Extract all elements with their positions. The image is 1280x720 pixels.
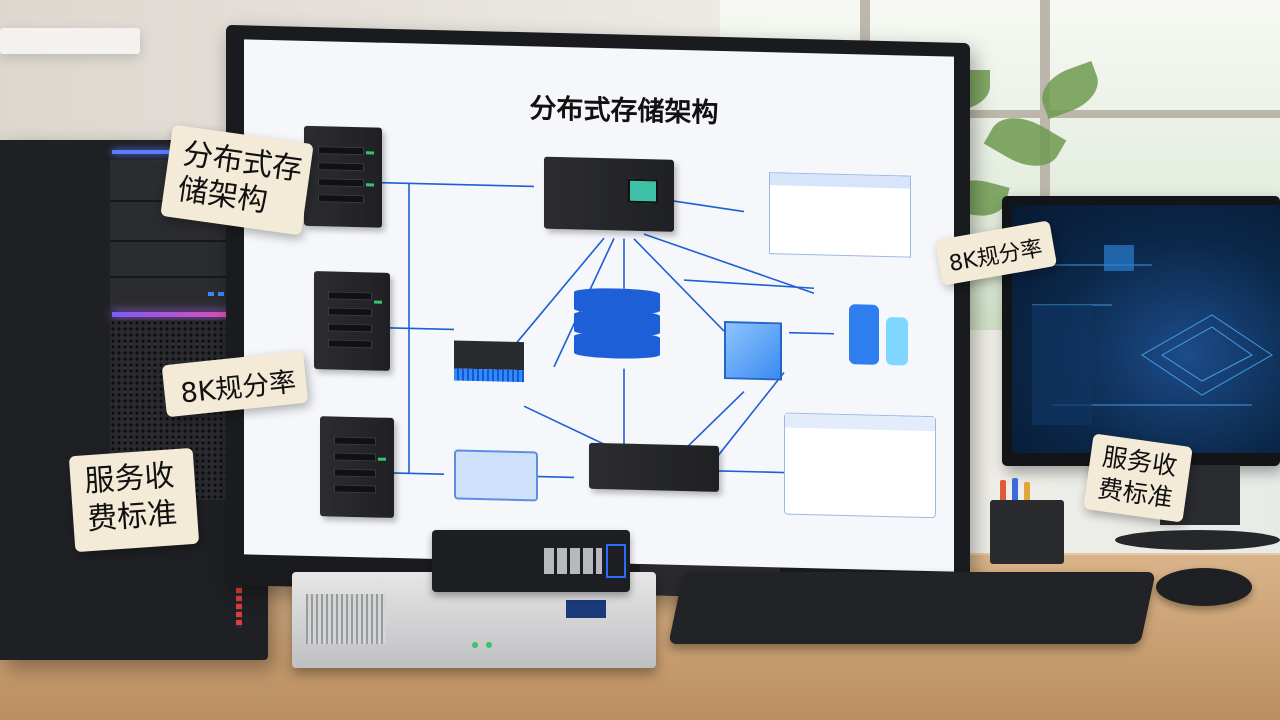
status-led [366, 151, 374, 155]
storage-cylinders-icon [886, 317, 908, 366]
table-icon [769, 172, 911, 258]
switch-icon [544, 156, 674, 232]
router-device [432, 530, 630, 592]
nas-display [566, 600, 606, 618]
drive-slot [334, 452, 376, 462]
drive-slot [318, 194, 364, 204]
dashboard-network-graphic [1032, 245, 1273, 425]
drive-slot [334, 468, 376, 478]
router-indicator [606, 544, 626, 578]
info-panel [784, 412, 936, 519]
switch-display [628, 178, 658, 204]
gateway-base [454, 368, 524, 383]
note-line: 费标准 [86, 496, 179, 538]
note-fee-right: 服务收 费标准 [1083, 433, 1193, 523]
note-architecture: 分布式存 储架构 [160, 124, 314, 236]
window-mullion [720, 110, 1280, 118]
tower-bay-divider [110, 276, 260, 278]
note-fee-left: 服务收 费标准 [68, 447, 200, 553]
tower-red-indicator [236, 580, 242, 628]
card-icon [454, 449, 538, 502]
ethernet-ports [544, 548, 602, 574]
mouse [1156, 568, 1252, 606]
status-led [486, 642, 492, 648]
info-panel-header [785, 413, 935, 432]
tower-bay-divider [110, 240, 260, 242]
table-header [770, 173, 910, 189]
server-rack-icon [320, 416, 394, 518]
drive-slot [328, 291, 372, 301]
pen-icon [1000, 480, 1006, 510]
server-rack-icon [304, 125, 382, 228]
pen-icon [1012, 478, 1018, 508]
gateway-icon [454, 340, 524, 371]
drive-slot [318, 178, 364, 188]
secondary-screen [1012, 205, 1280, 453]
server-rack-icon [314, 271, 390, 371]
tower-led-strip [112, 312, 262, 317]
drive-slot [318, 146, 364, 156]
keyboard [668, 572, 1156, 644]
drive-slot [334, 436, 376, 446]
note-line: 8K规分率 [179, 366, 298, 410]
drive-slot [328, 323, 372, 333]
nas-vent [306, 594, 386, 644]
drive-slot [318, 162, 364, 172]
drive-slot [334, 484, 376, 494]
secondary-monitor-base [1115, 530, 1280, 550]
drive-slot [328, 307, 372, 317]
status-led [472, 642, 478, 648]
storage-cylinders-icon [849, 304, 879, 365]
cube-icon [724, 321, 782, 381]
pen-icon [1024, 482, 1030, 512]
usb-port-icon [208, 292, 214, 296]
note-line: 服务收 [83, 458, 176, 500]
ceiling-light [0, 28, 140, 54]
status-led [374, 300, 382, 304]
database-icon [574, 331, 660, 360]
status-led [366, 183, 374, 187]
pen-cup [990, 500, 1064, 564]
main-screen: 分布式存储架构 [244, 39, 954, 572]
usb-port-icon [218, 292, 224, 296]
drive-slot [328, 339, 372, 349]
status-led [378, 457, 386, 461]
window-mullion [1040, 0, 1050, 330]
switch-icon [589, 442, 719, 492]
